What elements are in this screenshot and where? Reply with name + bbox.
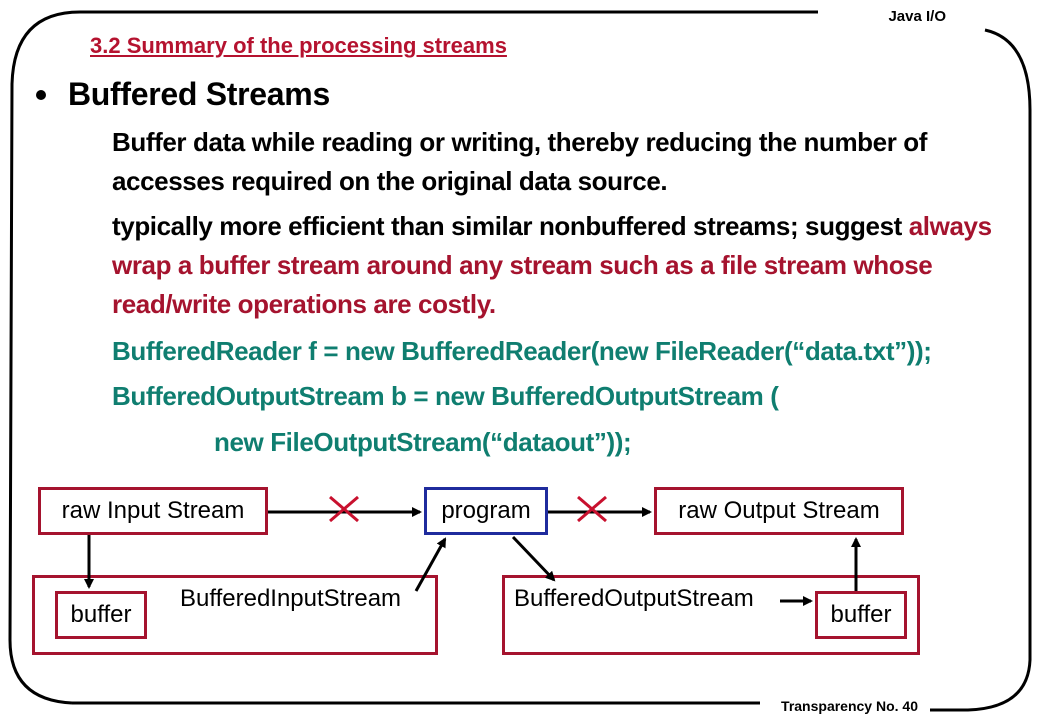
point-5: new FileOutputStream(“dataout”)); bbox=[84, 423, 994, 462]
point-1: Buffer data while reading or writing, th… bbox=[84, 123, 994, 201]
bullet-dot-icon bbox=[36, 89, 46, 100]
topic-label: Java I/O bbox=[888, 8, 946, 25]
slide-title: 3.2 Summary of the processing streams bbox=[90, 33, 507, 58]
point-2: typically more efficient than similar no… bbox=[84, 207, 994, 324]
buffered-input-container bbox=[32, 575, 438, 655]
buffer-left-box: buffer bbox=[55, 591, 147, 639]
main-bullet: Buffered Streams bbox=[36, 76, 330, 113]
buffer-right-box: buffer bbox=[815, 591, 907, 639]
cross-icon bbox=[329, 495, 359, 523]
raw-input-stream-box: raw Input Stream bbox=[38, 487, 268, 535]
point-2-highlight: always wrap a buffer stream around any s… bbox=[112, 211, 992, 319]
code-buffered-reader: BufferedReader f = new BufferedReader(ne… bbox=[112, 336, 932, 366]
buffered-input-stream-label: BufferedInputStream bbox=[180, 585, 402, 612]
point-1-text: Buffer data while reading or writing, th… bbox=[112, 127, 927, 196]
point-2-text: typically more efficient than similar no… bbox=[112, 207, 994, 324]
arrow-buffered-input-to-program bbox=[414, 537, 447, 592]
point-4: BufferedOutputStream b = new BufferedOut… bbox=[84, 377, 994, 416]
point-2-plain: typically more efficient than similar no… bbox=[112, 211, 902, 241]
transparency-number: Transparency No. 40 bbox=[777, 698, 922, 714]
point-3: BufferedReader f = new BufferedReader(ne… bbox=[84, 332, 994, 371]
arrow-program-to-buffered-output bbox=[511, 535, 556, 582]
main-bullet-text: Buffered Streams bbox=[68, 76, 330, 112]
program-box: program bbox=[424, 487, 548, 535]
cross-icon bbox=[577, 495, 607, 523]
code-buffered-output: BufferedOutputStream b = new BufferedOut… bbox=[112, 381, 779, 411]
buffered-output-container bbox=[502, 575, 920, 655]
raw-output-stream-box: raw Output Stream bbox=[654, 487, 904, 535]
code-file-output: new FileOutputStream(“dataout”)); bbox=[214, 427, 632, 457]
buffered-output-stream-label: BufferedOutputStream bbox=[514, 585, 754, 612]
